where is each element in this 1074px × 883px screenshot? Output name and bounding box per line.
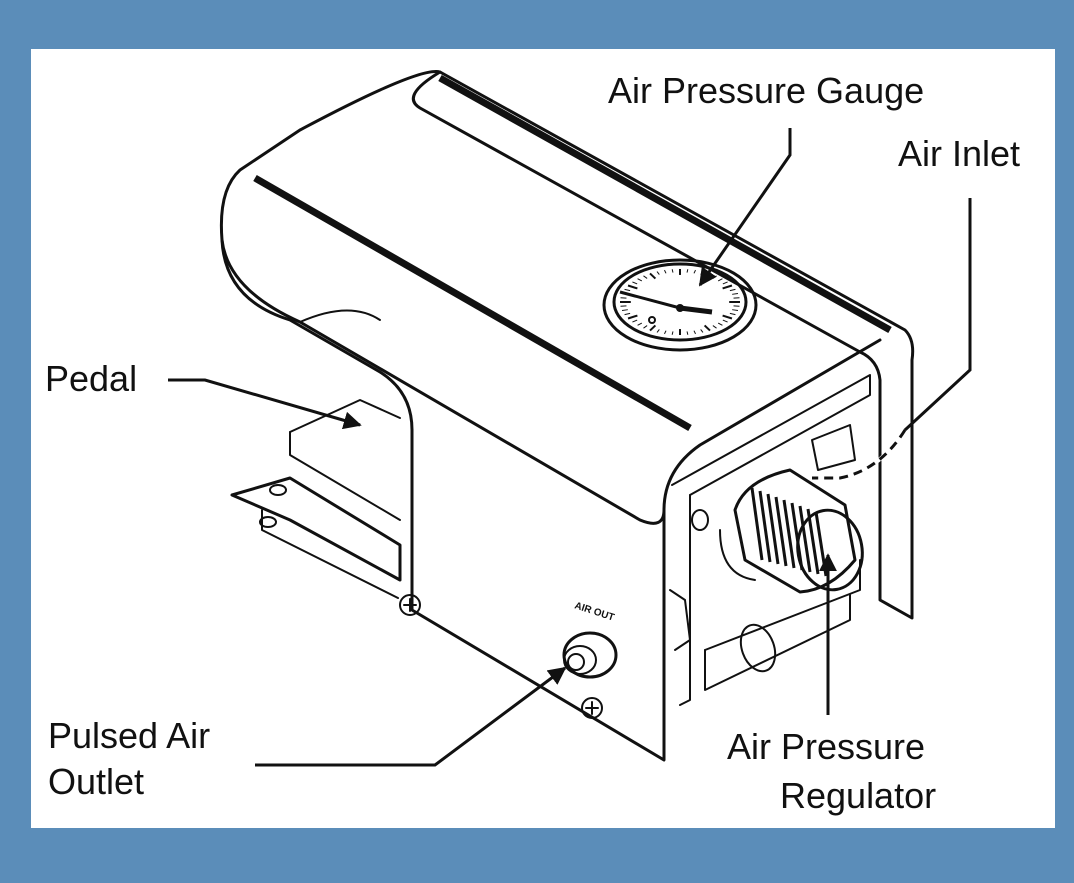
- gauge-tick: [637, 278, 643, 282]
- gauge-tick: [627, 284, 638, 290]
- gauge-tick: [643, 325, 648, 329]
- gauge-tick: [649, 272, 657, 280]
- gauge-tick: [671, 331, 674, 335]
- gauge-tick: [656, 271, 660, 275]
- knob-ridge: [806, 508, 820, 575]
- gauge-tick: [627, 314, 638, 320]
- gauge-tick: [632, 319, 638, 323]
- gauge-tick: [664, 269, 667, 274]
- air-pressure-regulator: [691, 424, 864, 594]
- gauge-tick: [656, 329, 660, 333]
- gauge-tick: [643, 275, 648, 279]
- leader-pulsed-air-outlet: [255, 666, 567, 767]
- knob-ridge: [766, 493, 780, 565]
- label-pulsed-air-outlet-line1: Pulsed Air: [48, 715, 211, 756]
- gauge-tick: [664, 330, 667, 335]
- leader-air-pressure-gauge: [698, 128, 792, 287]
- knob-ridge: [782, 499, 796, 569]
- gauge-tick: [686, 269, 689, 273]
- label-air-pressure-regulator-line1: Air Pressure: [727, 726, 926, 767]
- gauge-tick: [637, 322, 643, 326]
- label-air-pressure-regulator-line2: Regulator: [780, 775, 937, 816]
- gauge-tick: [717, 322, 723, 326]
- screw-lower: [581, 697, 603, 719]
- gauge-tick: [732, 292, 739, 295]
- knob-ridge: [750, 487, 764, 561]
- gauge-tick: [700, 329, 704, 333]
- gauge-tick: [693, 330, 696, 335]
- pedal: [230, 399, 402, 599]
- gauge-tick: [621, 309, 628, 312]
- leader-air-inlet-dashed: [812, 429, 907, 480]
- gauge-tick: [703, 324, 711, 332]
- gauge-tick: [624, 288, 631, 292]
- label-air-pressure-gauge: Air Pressure Gauge: [608, 70, 925, 111]
- gauge-tick: [632, 281, 638, 285]
- knob-ridge: [758, 490, 772, 563]
- label-pedal: Pedal: [45, 358, 138, 399]
- gauge-tick: [717, 278, 723, 282]
- gauge-tick: [722, 314, 733, 320]
- gauge-tick: [729, 312, 736, 316]
- diagram-panel: [31, 49, 1055, 828]
- leader-pedal: [168, 378, 362, 430]
- gauge-tick: [712, 275, 717, 279]
- air-out-marking: AIR OUT: [573, 600, 615, 623]
- gauge-tick: [722, 284, 733, 290]
- gauge-tick: [722, 281, 728, 285]
- label-pulsed-air-outlet-line2: Outlet: [48, 761, 145, 802]
- gauge-tick: [624, 312, 631, 316]
- gauge-tick: [722, 319, 728, 323]
- gauge-tick: [712, 325, 717, 329]
- gauge-tick: [686, 331, 689, 335]
- gauge-tick: [729, 288, 736, 292]
- screw-upper: [399, 594, 421, 616]
- gauge-tick: [732, 309, 739, 312]
- gauge-tick: [693, 269, 696, 274]
- knob-ridge: [798, 505, 812, 573]
- air-pressure-gauge: [602, 258, 758, 352]
- knob-ridge: [774, 496, 788, 567]
- gauge-tick: [700, 271, 704, 275]
- gauge-tick: [671, 269, 674, 273]
- label-air-inlet: Air Inlet: [898, 133, 1021, 174]
- gauge-tick: [649, 324, 657, 332]
- air-out-fitting: AIR OUT: [562, 600, 618, 679]
